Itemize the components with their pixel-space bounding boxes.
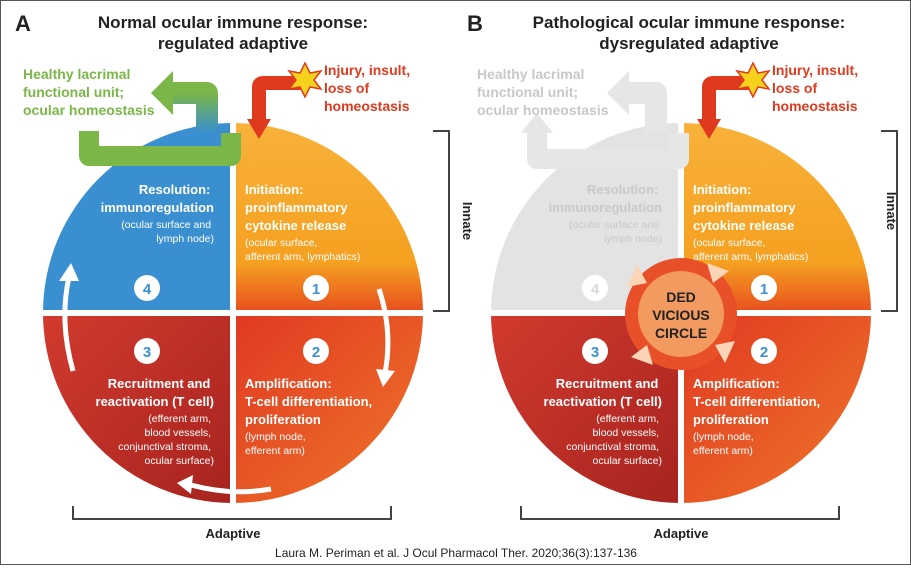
quadrant-initiation	[236, 123, 423, 310]
ded-line-3: CIRCLE	[655, 325, 707, 341]
ded-vicious-circle: DED VICIOUS CIRCLE	[625, 258, 737, 370]
burst-icon-b	[735, 61, 771, 99]
number-3-b: 3	[591, 344, 599, 361]
number-3-a: 3	[143, 344, 151, 361]
adaptive-bracket-a	[72, 506, 392, 520]
ded-ring-arrow-3	[631, 345, 653, 365]
number-2-a: 2	[312, 344, 320, 361]
innate-label-a: Innate	[460, 202, 475, 240]
ded-ring-arrow-2	[715, 341, 735, 363]
healthy-arrow-b-upper	[627, 82, 667, 133]
amplification-title-b: Amplification: T-cell differentiation, p…	[693, 376, 824, 427]
innate-bracket-b	[881, 130, 898, 312]
initiation-sub-a: (ocular surface, afferent arm, lymphatic…	[245, 237, 360, 263]
cycle-arrow-right	[376, 288, 391, 374]
ded-line-1: DED	[666, 289, 696, 305]
initiation-sub-b: (ocular surface, afferent arm, lymphatic…	[693, 237, 808, 263]
healthy-arrow	[79, 131, 241, 166]
cycle-arrowhead-right	[376, 369, 395, 387]
cycle-arrowhead-left	[59, 263, 79, 281]
recruitment-sub-a: (efferent arm, blood vessels, conjunctiv…	[118, 413, 214, 467]
healthy-label-b: Healthy lacrimal functional unit; ocular…	[477, 66, 609, 118]
panel-a-title-line2: regulated adaptive	[158, 34, 308, 53]
healthy-arrowhead	[151, 71, 173, 115]
innate-label-b: Innate	[884, 192, 899, 230]
number-badge-1-b	[751, 275, 777, 301]
number-2-b: 2	[760, 344, 768, 361]
ded-ring-arrow-1	[707, 263, 729, 283]
healthy-arrowhead-b	[607, 71, 629, 115]
innate-bracket-a	[433, 130, 450, 312]
resolution-sub-a: (ocular surface and lymph node)	[121, 219, 214, 245]
adaptive-label-a: Adaptive	[206, 526, 261, 541]
ded-inner	[638, 271, 724, 357]
panel-b-title-line1: Pathological ocular immune response:	[533, 13, 846, 32]
healthy-label-a: Healthy lacrimal functional unit; ocular…	[23, 66, 155, 118]
healthy-arrow-upper	[171, 82, 218, 133]
number-badge-3-a	[134, 338, 160, 364]
adaptive-label-b: Adaptive	[654, 526, 709, 541]
amplification-sub-a: (lymph node, efferent arm)	[245, 431, 309, 457]
number-badge-2-b	[751, 338, 777, 364]
resolution-title-b: Resolution: immunoregulation	[549, 182, 662, 215]
initiation-title-a: Initiation: proinflammatory cytokine rel…	[245, 182, 351, 233]
cycle-arrow-bottom	[190, 482, 272, 495]
recruitment-sub-b: (efferent arm, blood vessels, conjunctiv…	[566, 413, 662, 467]
cycle-arrowhead-bottom	[177, 475, 193, 494]
panel-b: B Pathological ocular immune response: d…	[467, 11, 899, 541]
number-1-a: 1	[312, 281, 320, 298]
healthy-arrow-b	[527, 133, 689, 169]
number-badge-2-a	[303, 338, 329, 364]
amplification-sub-b: (lymph node, efferent arm)	[693, 431, 757, 457]
resolution-sub-b: (ocular surface and lymph node)	[569, 219, 662, 245]
citation: Laura M. Periman et al. J Ocul Pharmacol…	[275, 546, 637, 560]
injury-arrow-a	[252, 76, 301, 119]
healthy-arrowhead-b-left	[521, 113, 553, 133]
panel-b-title-line2: dysregulated adaptive	[599, 34, 779, 53]
resolution-title-a: Resolution: immunoregulation	[101, 182, 214, 215]
number-badge-4-a	[134, 275, 160, 301]
number-badge-1-a	[303, 275, 329, 301]
number-badge-4-b	[582, 275, 608, 301]
panel-a-title-line1: Normal ocular immune response:	[98, 13, 368, 32]
panel-b-letter: B	[467, 11, 483, 36]
burst-icon	[287, 61, 323, 99]
recruitment-title-b: Recruitment and reactivation (T cell)	[544, 376, 662, 409]
injury-arrowhead-b	[697, 119, 721, 139]
number-badge-3-b	[582, 338, 608, 364]
amplification-title-a: Amplification: T-cell differentiation, p…	[245, 376, 376, 427]
panel-a-circle	[43, 123, 423, 503]
ded-line-2: VICIOUS	[652, 307, 710, 323]
ded-ring-arrow-4	[627, 265, 647, 287]
number-4-a: 4	[143, 281, 152, 298]
injury-label-a: Injury, insult, loss of homeostasis	[324, 62, 414, 114]
number-1-b: 1	[760, 281, 768, 298]
adaptive-bracket-b	[520, 506, 840, 520]
panel-a: A Normal ocular immune response: regulat…	[15, 11, 475, 541]
panel-a-letter: A	[15, 11, 31, 36]
cycle-arrow-left	[62, 276, 76, 372]
injury-arrowhead-a	[247, 119, 271, 139]
initiation-title-b: Initiation: proinflammatory cytokine rel…	[693, 182, 799, 233]
recruitment-title-a: Recruitment and reactivation (T cell)	[96, 376, 214, 409]
injury-label-b: Injury, insult, loss of homeostasis	[772, 62, 862, 114]
injury-arrow-b	[702, 76, 749, 119]
number-4-b: 4	[591, 281, 600, 298]
